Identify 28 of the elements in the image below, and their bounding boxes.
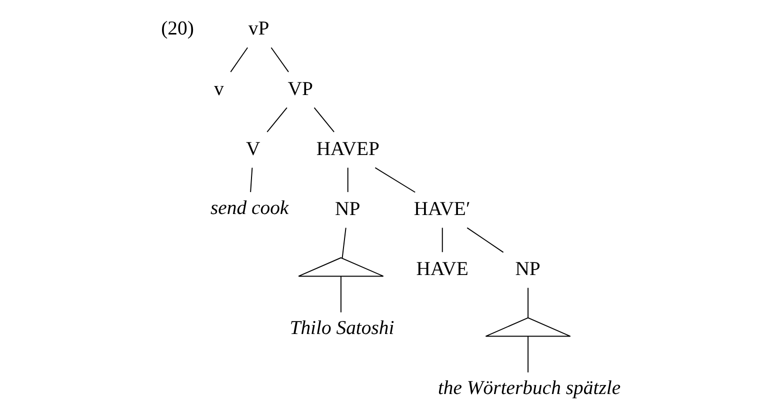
node-text: V bbox=[246, 138, 260, 160]
node-text: NP bbox=[515, 258, 540, 280]
connector bbox=[230, 47, 248, 72]
node-text: Thilo Satoshi bbox=[290, 317, 394, 340]
node-text: the Wörterbuch spätzle bbox=[438, 377, 621, 400]
connector bbox=[270, 47, 289, 72]
node-text: HAVE bbox=[416, 258, 468, 280]
node-text: send cook bbox=[210, 196, 289, 219]
connector bbox=[266, 107, 288, 132]
connector bbox=[528, 336, 529, 373]
connector bbox=[342, 227, 346, 259]
node-text: VP bbox=[288, 78, 313, 100]
connector bbox=[466, 227, 504, 253]
label: (20) bbox=[161, 18, 194, 40]
node-text: vP bbox=[248, 18, 270, 40]
connector bbox=[314, 107, 335, 132]
node-text: HAVEP bbox=[316, 138, 380, 160]
node-triangle bbox=[298, 257, 384, 277]
node-triangle bbox=[485, 317, 571, 337]
node-text: HAVE′ bbox=[414, 198, 470, 220]
connector bbox=[528, 287, 529, 318]
connector bbox=[340, 276, 342, 313]
node-text: v bbox=[214, 78, 224, 100]
connector bbox=[442, 227, 443, 253]
connector bbox=[250, 167, 253, 193]
node-text: NP bbox=[335, 198, 360, 220]
connector bbox=[347, 167, 348, 193]
connector bbox=[374, 167, 416, 193]
